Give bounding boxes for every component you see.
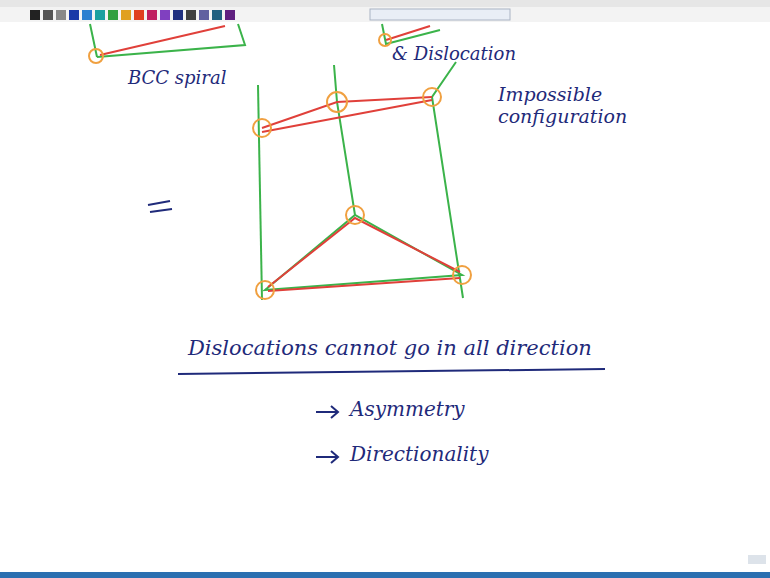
atom-circle bbox=[346, 206, 364, 224]
equals-sign bbox=[148, 201, 172, 212]
menu-bar bbox=[0, 0, 770, 7]
color-swatch bbox=[121, 10, 131, 20]
atom-circle bbox=[253, 119, 271, 137]
toolbar bbox=[0, 0, 770, 22]
atom-circle bbox=[327, 92, 347, 112]
bullet-arrows bbox=[316, 406, 338, 463]
color-swatch bbox=[225, 10, 235, 20]
atom-circle bbox=[423, 88, 441, 106]
bullet-arrow bbox=[316, 406, 338, 418]
bullet-item: Directionality bbox=[350, 443, 488, 466]
screw-line bbox=[258, 85, 262, 300]
heading-note: Dislocations cannot go in all direction bbox=[188, 336, 592, 360]
color-swatch bbox=[69, 10, 79, 20]
atom-circle bbox=[453, 266, 471, 284]
color-swatch bbox=[30, 10, 40, 20]
bond-line bbox=[97, 24, 245, 57]
annotation-note: Impossible configuration bbox=[498, 84, 633, 128]
bullet-arrow bbox=[316, 451, 338, 463]
atom-circles bbox=[253, 88, 471, 299]
color-swatch bbox=[43, 10, 53, 20]
equals-stroke bbox=[148, 201, 170, 205]
pen-tools bbox=[370, 9, 510, 20]
page-indicator bbox=[748, 555, 766, 564]
partial-figure bbox=[89, 24, 440, 63]
color-swatch bbox=[199, 10, 209, 20]
color-swatches bbox=[30, 10, 235, 20]
green-triangle bbox=[265, 215, 462, 290]
color-swatch bbox=[95, 10, 105, 20]
impossible-figure bbox=[253, 62, 471, 300]
screw-line bbox=[334, 65, 355, 215]
equals-stroke bbox=[150, 209, 172, 212]
bottom-bar bbox=[0, 572, 770, 578]
screw-line bbox=[432, 62, 463, 298]
color-swatch bbox=[147, 10, 157, 20]
atom-circle bbox=[89, 49, 103, 63]
color-swatch bbox=[56, 10, 66, 20]
atom-circle bbox=[379, 34, 391, 46]
color-swatch bbox=[212, 10, 222, 20]
color-swatch bbox=[186, 10, 196, 20]
color-swatch bbox=[108, 10, 118, 20]
bond-line bbox=[386, 26, 430, 40]
color-swatch bbox=[173, 10, 183, 20]
color-swatch bbox=[134, 10, 144, 20]
bullet-item: Asymmetry bbox=[350, 398, 465, 421]
bond-line bbox=[100, 26, 225, 55]
atom-circle bbox=[256, 281, 274, 299]
color-swatch bbox=[160, 10, 170, 20]
underline bbox=[178, 369, 605, 374]
toolbar-bar bbox=[0, 0, 770, 22]
color-swatch bbox=[82, 10, 92, 20]
figure-caption: BCC spiral bbox=[128, 68, 226, 89]
figure-caption: & Dislocation bbox=[392, 44, 516, 65]
red-triangle bbox=[268, 218, 460, 291]
